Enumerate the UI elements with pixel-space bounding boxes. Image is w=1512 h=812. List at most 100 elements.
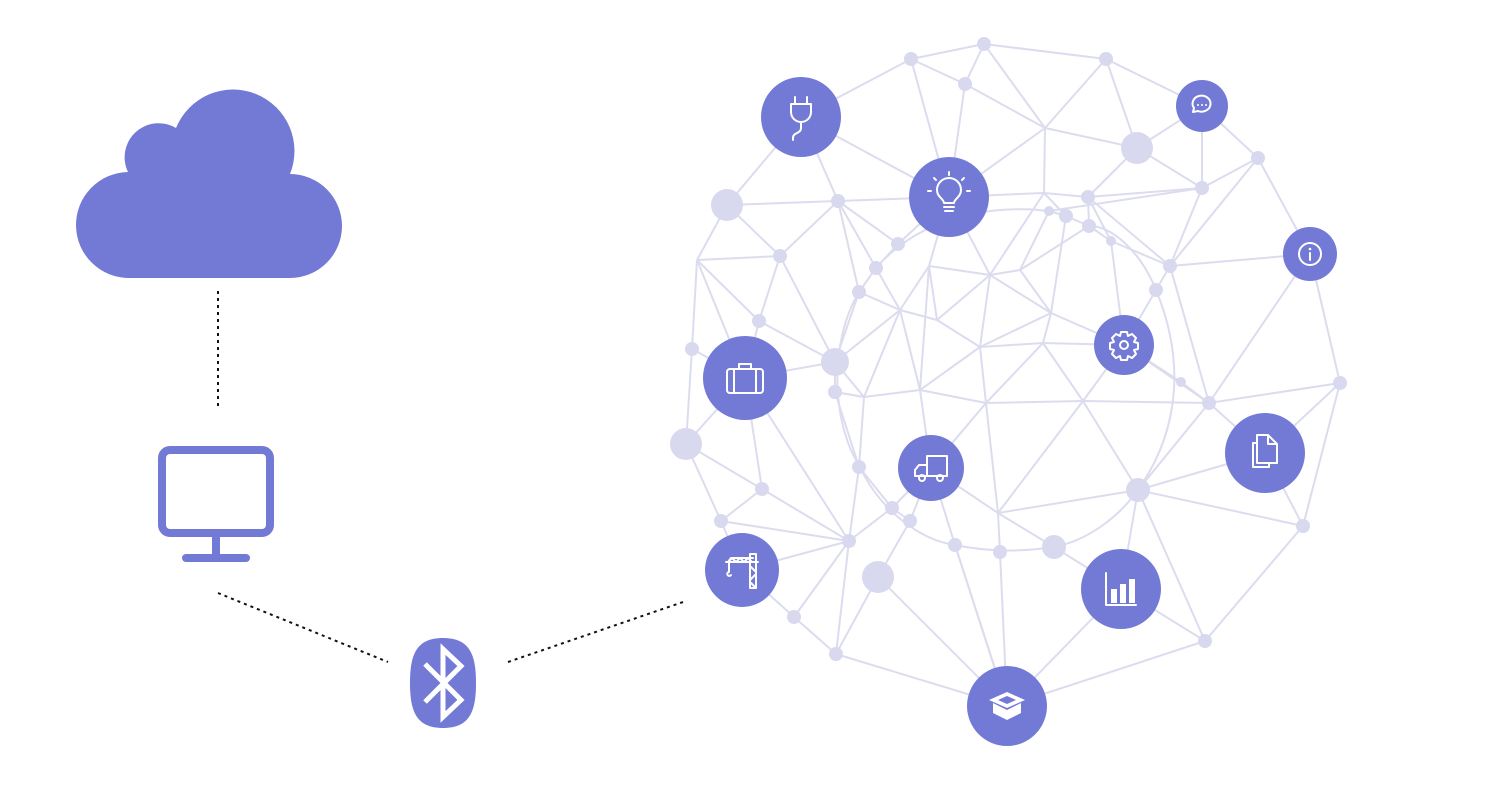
network-edge: [928, 265, 991, 276]
network-node: [1195, 181, 1209, 195]
network-node: [869, 261, 883, 275]
network-edge: [691, 259, 698, 350]
network-edge: [899, 309, 921, 391]
documents-icon: [1225, 413, 1305, 493]
network-node: [1059, 209, 1073, 223]
network-edge: [837, 200, 860, 293]
network-edge: [1208, 253, 1311, 404]
network-node: [1198, 634, 1212, 648]
monitor-bluetooth-connector: [217, 592, 389, 663]
network-edge: [720, 488, 763, 522]
network-node: [1296, 519, 1310, 533]
network-node: [852, 285, 866, 299]
network-edge: [997, 489, 1139, 514]
bluetooth-icon: [410, 638, 476, 728]
network-edge: [793, 616, 837, 655]
network-node: [1126, 478, 1150, 502]
network-edge: [837, 200, 899, 245]
network-edge: [979, 342, 1044, 348]
network-edge: [899, 309, 938, 321]
network-edge: [1302, 382, 1341, 527]
network-edge: [1082, 400, 1139, 491]
cloud-icon: [75, 89, 342, 279]
network-node: [958, 77, 972, 91]
network-edge: [1050, 215, 1067, 314]
network-edge: [1082, 400, 1210, 404]
network-edge: [997, 400, 1084, 514]
network-node: [1121, 132, 1153, 164]
network-edge: [1137, 402, 1210, 491]
network-node: [885, 501, 899, 515]
network-node: [1099, 52, 1113, 66]
network-node: [891, 237, 905, 251]
network-edge: [1169, 265, 1210, 404]
package-icon: [967, 666, 1047, 746]
network-node: [1163, 259, 1177, 273]
network-node: [711, 189, 743, 221]
network-node: [1106, 236, 1116, 246]
network-edge: [1043, 192, 1089, 198]
network-edge: [726, 200, 839, 206]
network-edge: [1044, 58, 1107, 129]
network-edge: [793, 540, 850, 618]
network-node: [993, 545, 1007, 559]
network-node: [842, 534, 856, 548]
network-node: [1081, 190, 1095, 204]
network-edge: [835, 540, 850, 655]
info-icon: [1283, 227, 1337, 281]
network-node: [1042, 535, 1066, 559]
bar-chart-icon: [1081, 549, 1161, 629]
network-edge: [1019, 225, 1090, 271]
network-curves: [836, 208, 1176, 552]
network-node: [1202, 396, 1216, 410]
network-edge: [1137, 489, 1304, 527]
network-edge: [899, 265, 930, 311]
network-edge: [1019, 210, 1050, 271]
network-edge: [858, 396, 865, 468]
network-edge: [720, 520, 850, 542]
network-edge: [1087, 196, 1171, 267]
network-edge: [758, 255, 781, 322]
network-edge: [696, 255, 781, 261]
monitor-icon: [158, 446, 274, 562]
network-edge: [1019, 269, 1052, 314]
network-edge: [985, 400, 1084, 404]
network-edge: [875, 267, 901, 311]
network-node: [1176, 377, 1186, 387]
network-node: [821, 348, 849, 376]
network-node: [1044, 206, 1054, 216]
crane-icon: [705, 533, 779, 607]
network-node: [904, 52, 918, 66]
network-edge: [779, 200, 839, 257]
network-node: [714, 514, 728, 528]
network-edge: [964, 83, 1046, 129]
chat-icon: [1176, 80, 1228, 132]
network-edge: [863, 309, 901, 398]
network-edge: [1169, 157, 1259, 267]
network-edge: [928, 265, 938, 321]
network-edge: [848, 507, 893, 542]
network-edge: [989, 274, 1052, 314]
network-edge: [985, 402, 999, 514]
network-node: [752, 314, 766, 328]
network-edge: [1201, 157, 1259, 189]
network-edge: [919, 346, 981, 391]
network-edge: [910, 58, 966, 85]
network-edge: [696, 259, 760, 322]
network-node: [977, 37, 991, 51]
network-edges: [685, 43, 1341, 707]
briefcase-icon: [703, 336, 787, 420]
network-edge: [779, 255, 836, 363]
network-edge: [858, 291, 901, 311]
network-edge: [964, 43, 985, 85]
network-edge: [1042, 342, 1084, 402]
plug-icon: [761, 77, 841, 157]
network-edge: [1043, 127, 1046, 194]
network-edge: [979, 346, 987, 404]
network-edge: [919, 265, 930, 391]
network-edge: [979, 274, 991, 348]
network-node: [852, 460, 866, 474]
network-edge: [1137, 489, 1206, 642]
network-edge: [1042, 312, 1052, 344]
